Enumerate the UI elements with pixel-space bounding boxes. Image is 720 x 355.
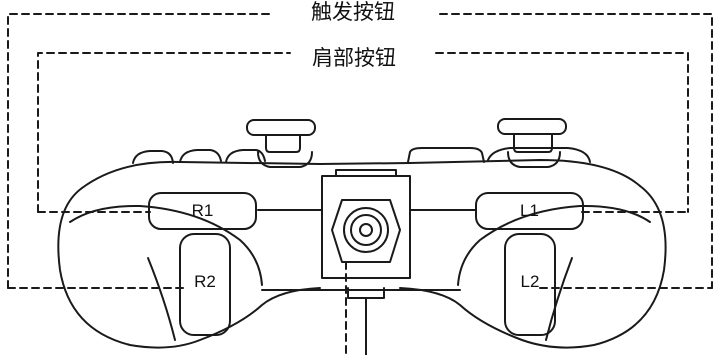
l1-button-shape — [475, 192, 584, 230]
cable-port — [321, 169, 411, 355]
left-handle-inner — [69, 204, 263, 286]
top-button-1 — [132, 150, 174, 164]
r2-button-shape — [179, 233, 231, 336]
left-handle-outer — [57, 187, 321, 349]
right-handle-outer — [399, 185, 667, 349]
left-thumbstick-top — [246, 119, 316, 168]
top-button-3 — [225, 149, 266, 163]
top-button-5 — [487, 147, 591, 163]
r1-button-label: R1 — [191, 201, 214, 220]
shoulder-group-label: 肩部按钮 — [306, 42, 402, 72]
controller-top-edge — [81, 159, 641, 189]
right-handle-seam — [545, 257, 573, 341]
trigger-group-label: 触发按钮 — [305, 0, 401, 26]
trigger-callout-line — [7, 13, 713, 289]
l2-button-shape — [504, 233, 556, 336]
top-button-2 — [179, 149, 222, 163]
l2-button-label: L2 — [520, 272, 540, 291]
left-handle-seam — [147, 257, 176, 341]
right-thumbstick-top — [497, 118, 567, 168]
right-handle-inner — [457, 204, 651, 286]
top-button-4 — [407, 147, 485, 163]
shoulder-callout-line — [37, 52, 689, 213]
l1-button-label: L1 — [520, 201, 539, 220]
r2-button-label: R2 — [194, 272, 216, 291]
r1-button-shape — [148, 192, 257, 230]
